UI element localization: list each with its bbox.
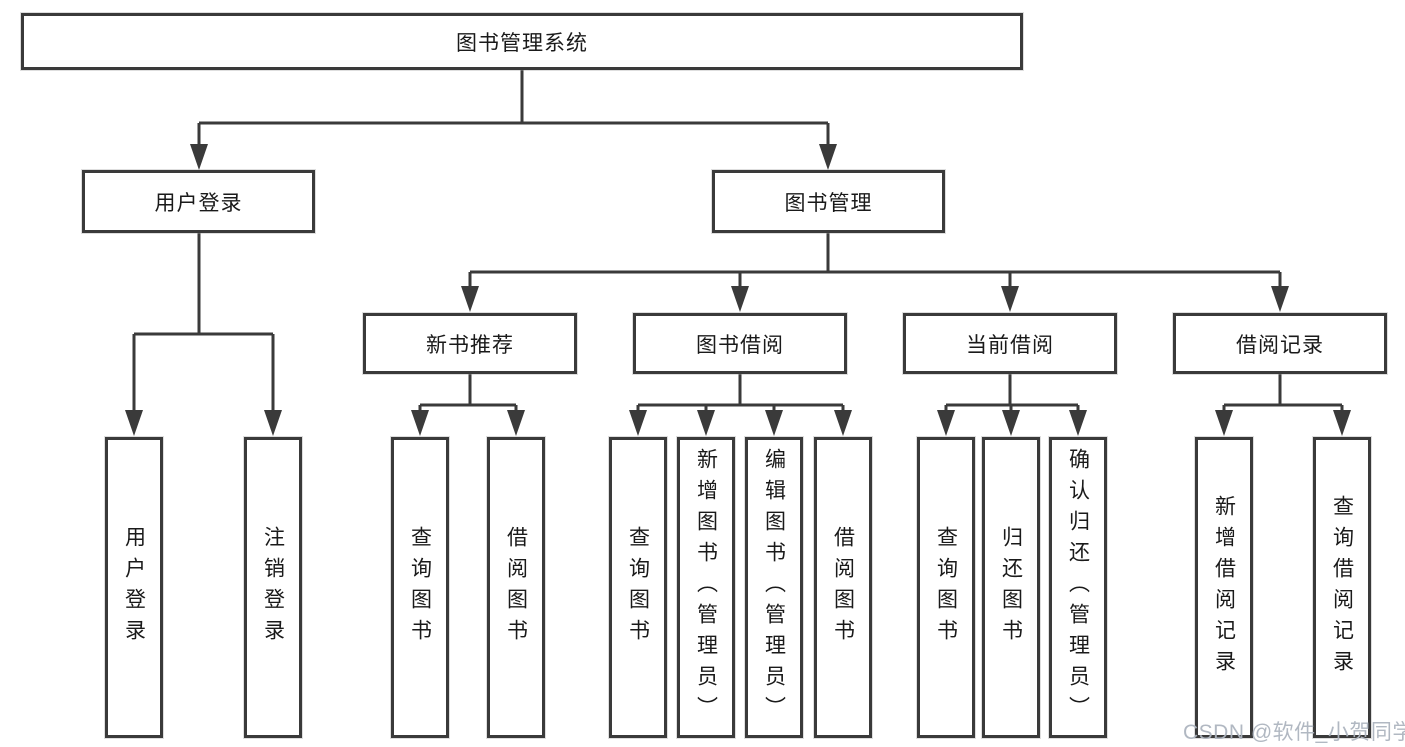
node-book-management: 图书管理: [712, 170, 945, 233]
leaf-user-login: 用户登录: [105, 437, 163, 738]
watermark: CSDN @软件_小贺同学: [1183, 721, 1405, 744]
leaf-borrow-book: 借阅图书: [487, 437, 545, 738]
leaf-query-book: 查询图书: [609, 437, 667, 738]
leaf-add-borrow-record: 新增借阅记录: [1195, 437, 1253, 738]
node-library-management-system: 图书管理系统: [21, 13, 1023, 70]
leaf-logout: 注销登录: [244, 437, 302, 738]
node-borrowing-records: 借阅记录: [1173, 313, 1387, 374]
leaf-query-book: 查询图书: [391, 437, 449, 738]
leaf-add-book-admin: 新增图书（管理员）: [677, 437, 735, 738]
leaf-query-book: 查询图书: [917, 437, 975, 738]
node-user-login: 用户登录: [82, 170, 315, 233]
node-new-book-recommendation: 新书推荐: [363, 313, 577, 374]
leaf-return-book: 归还图书: [982, 437, 1040, 738]
leaf-confirm-return-admin: 确认归还（管理员）: [1049, 437, 1107, 738]
leaf-edit-book-admin: 编辑图书（管理员）: [745, 437, 803, 738]
node-current-borrowing: 当前借阅: [903, 313, 1117, 374]
node-book-borrowing: 图书借阅: [633, 313, 847, 374]
leaf-query-borrow-record: 查询借阅记录: [1313, 437, 1371, 738]
leaf-borrow-book: 借阅图书: [814, 437, 872, 738]
